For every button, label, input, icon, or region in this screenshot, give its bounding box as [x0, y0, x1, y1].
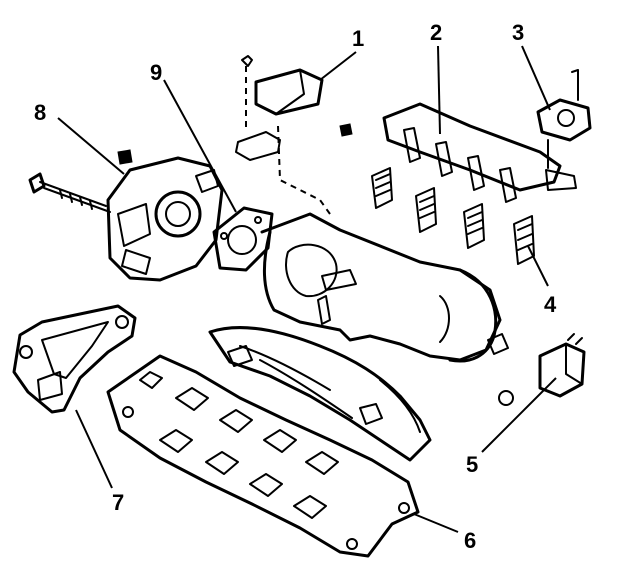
part-7-bracket: [12, 304, 137, 414]
callout-8: 8: [34, 100, 46, 125]
callout-2: 2: [430, 20, 442, 45]
part-6-gasket: [106, 354, 420, 558]
part-1-sensor: [235, 55, 331, 215]
part-3-regulator: [536, 69, 592, 169]
callout-3: 3: [512, 20, 524, 45]
intake-manifold: [208, 212, 509, 462]
part-9-gasket: [212, 206, 274, 272]
callout-9: 9: [150, 60, 162, 85]
part-5-solenoid: [498, 333, 586, 406]
part-2-fuel-rail: [339, 102, 577, 203]
callout-7: 7: [112, 490, 124, 515]
part-8-throttle-body: [106, 149, 224, 282]
throttle-bolt: [28, 172, 111, 213]
part-4-injectors: [371, 167, 535, 265]
callout-labels: 1 2 3 4 5 6 7 8 9: [34, 20, 557, 553]
callout-6: 6: [464, 528, 476, 553]
callout-5: 5: [466, 452, 478, 477]
leader-lines: [57, 45, 557, 533]
callout-1: 1: [352, 26, 364, 51]
callout-4: 4: [544, 292, 557, 317]
